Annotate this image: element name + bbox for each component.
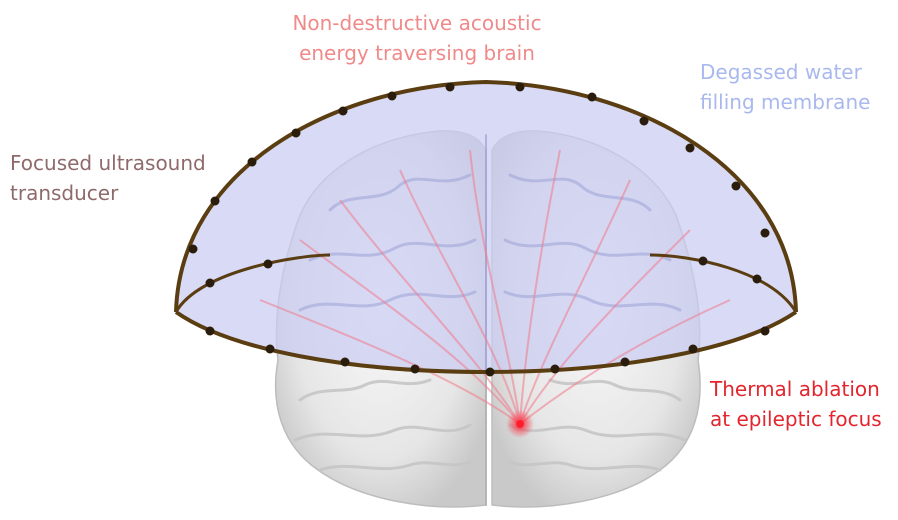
element-dot	[446, 83, 455, 92]
label-acoustic-energy: Non-destructive acoustic energy traversi…	[292, 11, 541, 65]
element-dot	[248, 158, 257, 167]
label-acoustic-line2: energy traversing brain	[299, 41, 535, 65]
label-transducer-line1: Focused ultrasound	[10, 151, 206, 175]
epileptic-focus-point	[516, 420, 524, 428]
element-dot	[266, 345, 275, 354]
element-dot	[621, 358, 630, 367]
element-dot	[339, 107, 348, 116]
element-dot	[640, 117, 649, 126]
label-degassed-water: Degassed water filling membrane	[700, 60, 870, 114]
element-dot	[516, 83, 525, 92]
element-dot	[189, 245, 198, 254]
element-dot	[699, 257, 708, 266]
element-dot	[588, 93, 597, 102]
element-dot	[732, 182, 741, 191]
element-dot	[264, 260, 273, 269]
element-dot	[761, 229, 770, 238]
label-acoustic-line1: Non-destructive acoustic	[292, 11, 541, 35]
element-dot	[206, 327, 215, 336]
label-transducer: Focused ultrasound transducer	[10, 151, 206, 205]
element-dot	[211, 197, 220, 206]
element-dot	[486, 368, 495, 377]
element-dot	[686, 144, 695, 153]
element-dot	[411, 365, 420, 374]
label-ablation-line2: at epileptic focus	[710, 407, 882, 431]
element-dot	[761, 327, 770, 336]
element-dot	[206, 279, 215, 288]
label-thermal-ablation: Thermal ablation at epileptic focus	[709, 377, 882, 431]
element-dot	[388, 92, 397, 101]
label-water-line1: Degassed water	[700, 60, 863, 84]
label-transducer-line2: transducer	[10, 181, 119, 205]
element-dot	[753, 275, 762, 284]
element-dot	[341, 358, 350, 367]
element-dot	[689, 345, 698, 354]
element-dot	[551, 365, 560, 374]
label-water-line2: filling membrane	[700, 90, 870, 114]
label-ablation-line1: Thermal ablation	[709, 377, 880, 401]
element-dot	[292, 129, 301, 138]
